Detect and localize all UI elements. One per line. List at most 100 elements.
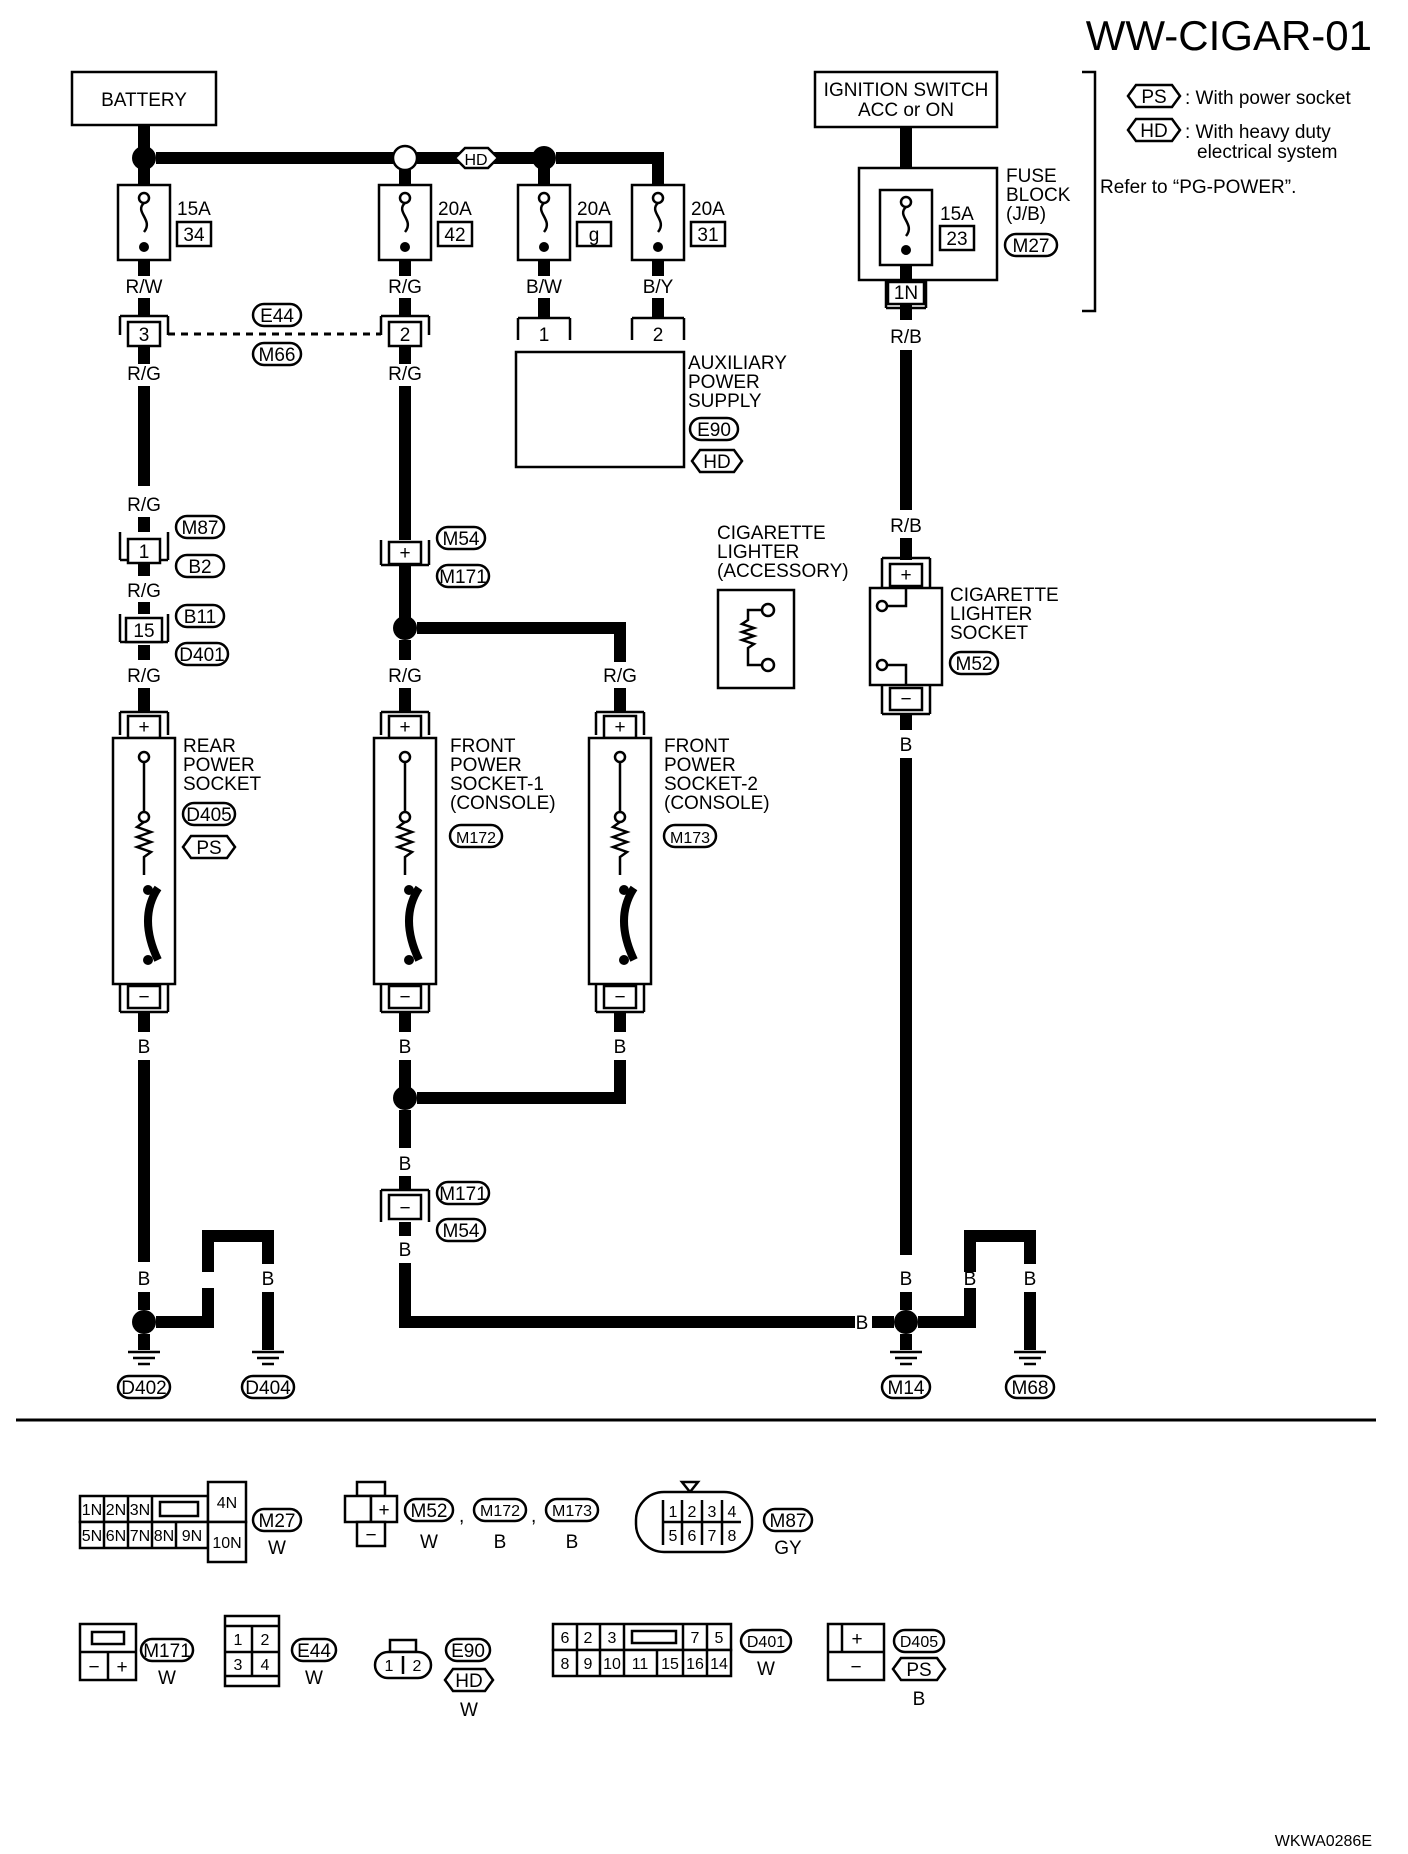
pin-label: −	[850, 1657, 861, 1678]
wire-label: R/G	[127, 364, 161, 385]
connector-color: GY	[774, 1538, 802, 1559]
component-label: FRONT	[664, 736, 730, 757]
wire-label: R/G	[388, 666, 422, 687]
ground-junction	[132, 1310, 156, 1334]
hd-tag-icon	[690, 448, 744, 474]
wire-label: B	[399, 1154, 412, 1175]
pin-label: 4N	[217, 1495, 237, 1512]
pin-label: 6	[561, 1630, 570, 1647]
pin-label: 2	[400, 325, 411, 346]
connector-m171-m54-bottom: − M171 M54	[379, 1180, 491, 1243]
fuse-amp: 20A	[577, 199, 611, 220]
pin-label: −	[365, 1525, 376, 1546]
wire-label: B	[262, 1269, 275, 1290]
connector-tag: M54	[443, 529, 480, 550]
pin-label: 3N	[130, 1502, 150, 1519]
pin-label: 5N	[82, 1528, 102, 1545]
hd-tag-icon	[453, 146, 500, 170]
connector-tag: M27	[1013, 236, 1050, 257]
ground-icon	[1014, 1350, 1046, 1366]
separator: ,	[459, 1506, 464, 1527]
pin-label: +	[399, 717, 410, 738]
pin-label: 2	[653, 325, 664, 346]
pin-label: 5	[715, 1630, 724, 1647]
wire-label: B	[138, 1269, 151, 1290]
component-label: CIGARETTE	[950, 585, 1059, 606]
hd-optional-junction	[391, 144, 419, 172]
ground-icon	[252, 1350, 284, 1366]
pin-label: 1N	[82, 1502, 102, 1519]
connector-view-e44: 1 2 3 4 E44 W	[223, 1614, 338, 1689]
component-label: SOCKET	[183, 774, 262, 795]
wire-label: R/G	[388, 277, 422, 298]
rear-power-socket: + − REAR POWER SOCKET D405 PS	[111, 710, 262, 1014]
pin-label: −	[399, 1198, 410, 1219]
legend-hd-desc-2: electrical system	[1197, 142, 1337, 163]
connector-color: W	[268, 1538, 286, 1559]
connector-color: W	[158, 1668, 176, 1689]
connector-tag: M171	[439, 1184, 487, 1205]
connector-tag: M54	[443, 1221, 480, 1242]
legend-ps-desc: : With power socket	[1185, 88, 1351, 109]
pin-label: 1N	[894, 283, 918, 304]
pin-label: 6N	[106, 1528, 126, 1545]
legend: PS : With power socket HD : With heavy d…	[1082, 70, 1351, 313]
separator: ,	[531, 1506, 536, 1527]
wire-label: B	[399, 1037, 412, 1058]
component-label: CIGARETTE	[717, 523, 826, 544]
wire-label: B	[900, 1269, 913, 1290]
connector-view-d405: + − D405 PS B	[826, 1622, 947, 1710]
pin-label: −	[614, 987, 625, 1008]
connector-view-d401: 6 2 3 7 5 8 9 10 11 15 16 14 D401 W	[551, 1622, 793, 1680]
front-power-socket-1: + − FRONT POWER SOCKET-1 (CONSOLE) M172	[372, 710, 556, 1014]
pin-label: 3	[234, 1657, 243, 1674]
wire-label: R/W	[126, 277, 163, 298]
pin-label: −	[138, 987, 149, 1008]
ps-tag-label: PS	[196, 838, 221, 859]
fuse-amp: 20A	[691, 199, 725, 220]
connector-tag: D402	[121, 1378, 166, 1399]
connector-tag: D401	[747, 1634, 785, 1651]
wire-label: B	[856, 1313, 869, 1334]
connector-m54-m171-top: + M54 M171	[379, 525, 491, 589]
wire-label: R/G	[388, 364, 422, 385]
fuse-amp: 20A	[438, 199, 472, 220]
component-label: POWER	[183, 755, 255, 776]
pin-label: 2N	[106, 1502, 126, 1519]
connector-m87-b2: 1 M87 B2	[118, 514, 226, 579]
footer-code: WKWA0286E	[1275, 1833, 1372, 1850]
pin-label: 15	[661, 1656, 679, 1673]
ps-tag-icon	[181, 834, 237, 860]
connector-color: B	[494, 1532, 507, 1553]
pin-label: −	[88, 1657, 99, 1678]
fuse-number: 31	[697, 225, 718, 246]
fuse-number: g	[589, 225, 600, 246]
hd-tag-label: HD	[703, 452, 730, 473]
component-label: POWER	[664, 755, 736, 776]
connector-tag: M172	[456, 830, 496, 847]
hd-tag-icon	[443, 1667, 495, 1693]
hd-tag-icon	[1126, 117, 1182, 143]
connector-b11-d401: 15 B11 D401	[118, 603, 230, 667]
pin-label: 1	[669, 1504, 678, 1521]
pin-label: 9N	[182, 1528, 202, 1545]
cigarette-lighter-accessory: CIGARETTE LIGHTER (ACCESSORY)	[716, 523, 849, 690]
wire-label: B/Y	[643, 277, 674, 298]
battery-box	[70, 70, 218, 127]
pin-label: +	[614, 717, 625, 738]
pin-label: 1	[139, 542, 150, 563]
component-label: POWER	[450, 755, 522, 776]
hd-tag-label: HD	[455, 1671, 482, 1692]
fuse-amp: 15A	[940, 204, 974, 225]
connector-tag: D405	[900, 1634, 938, 1651]
wire-label: B	[964, 1269, 977, 1290]
component-label: FRONT	[450, 736, 516, 757]
pin-label: −	[900, 689, 911, 710]
pin-label: 11	[632, 1656, 649, 1673]
component-label: AUXILIARY	[688, 353, 787, 374]
pin-label: +	[138, 717, 149, 738]
pin-label: 5	[669, 1528, 678, 1545]
wire-label: R/B	[890, 516, 922, 537]
connector-tag: E90	[451, 1641, 485, 1662]
